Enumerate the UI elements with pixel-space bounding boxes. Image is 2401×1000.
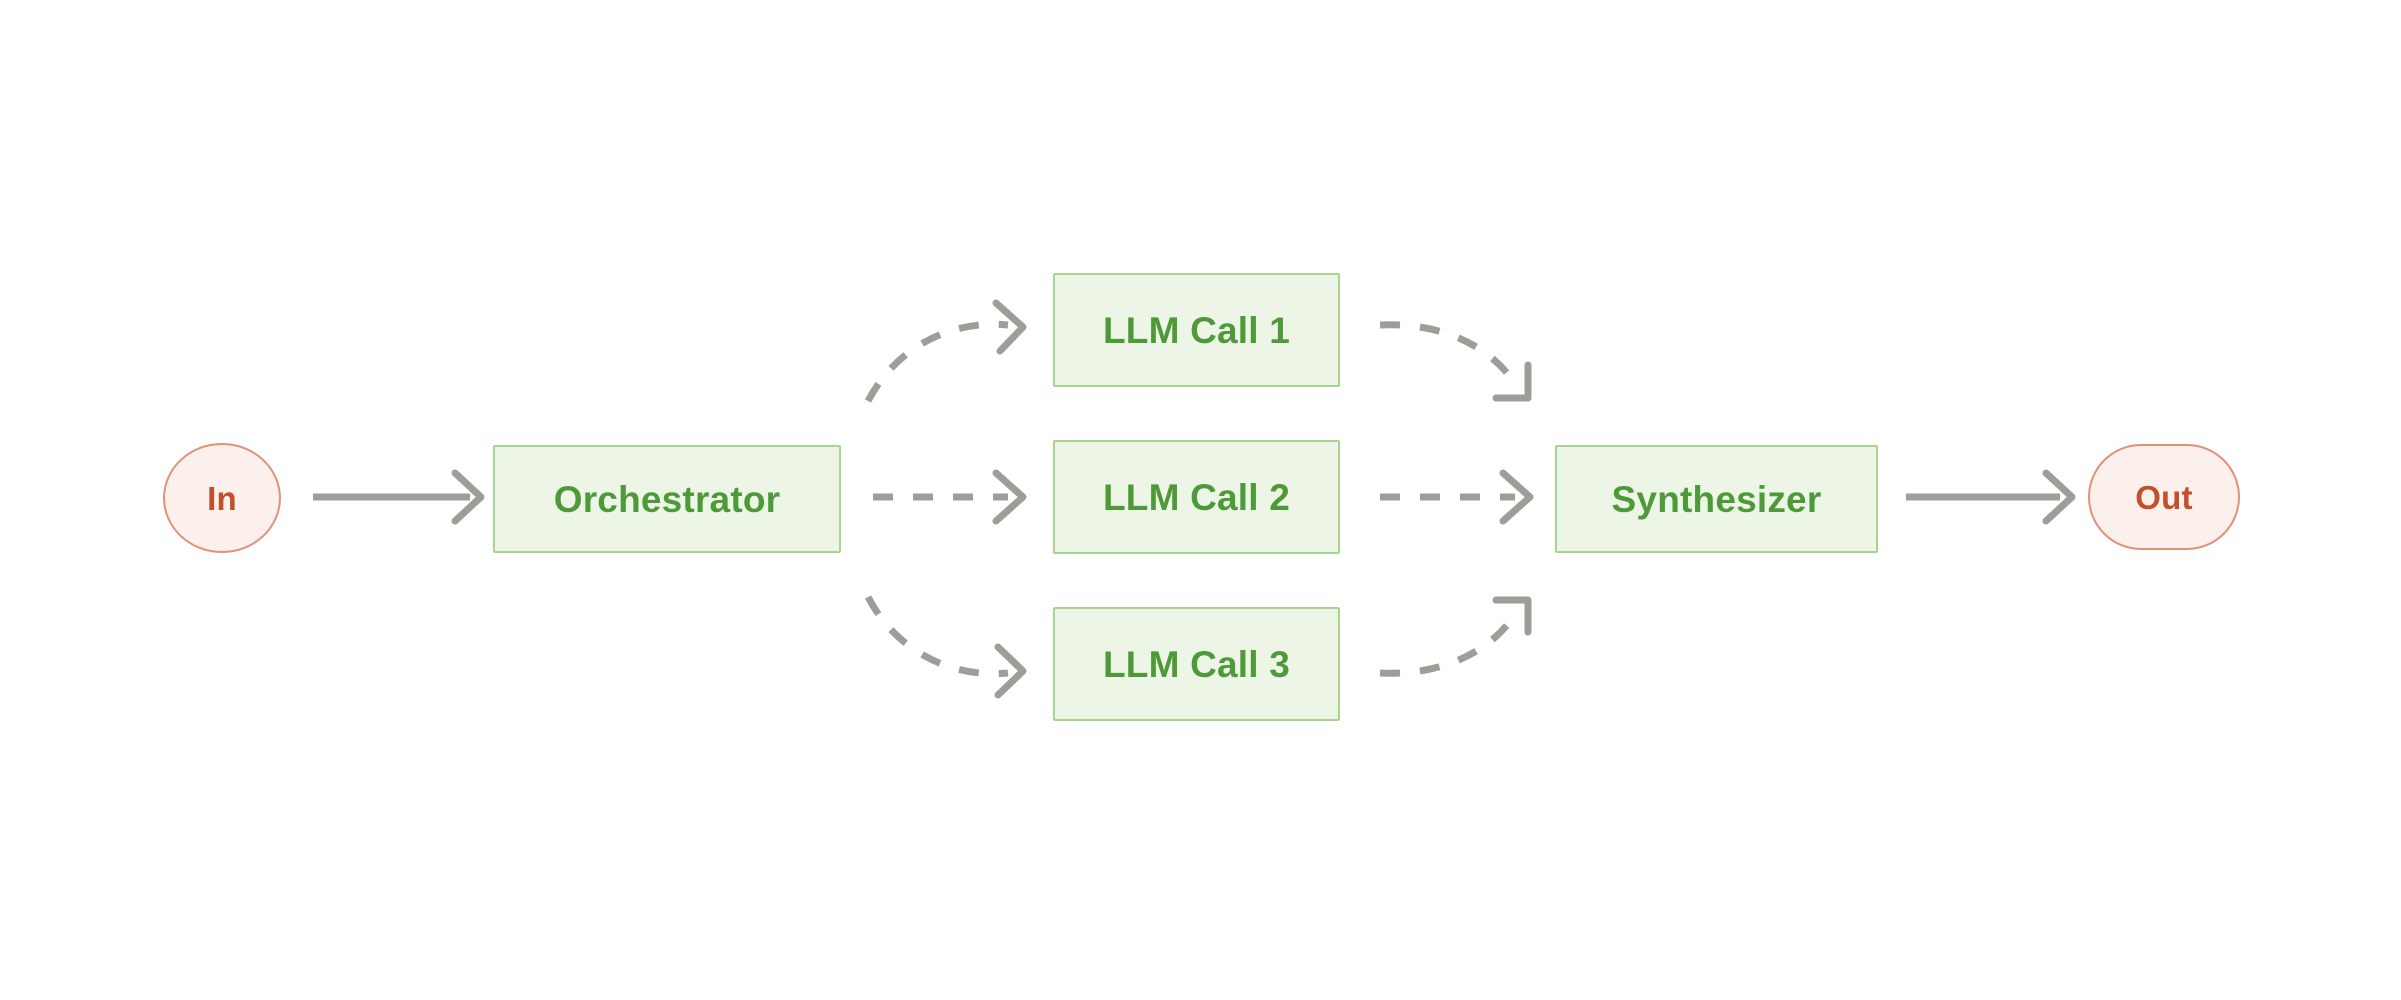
edge-in-to-orchestrator xyxy=(313,469,485,525)
edge-llm-call-3-to-synthesizer xyxy=(1379,596,1532,677)
node-llm-call-3[interactable]: LLM Call 3 xyxy=(1053,607,1340,721)
node-orchestrator[interactable]: Orchestrator xyxy=(493,445,841,553)
node-in[interactable]: In xyxy=(163,443,281,553)
node-llm-call-1[interactable]: LLM Call 1 xyxy=(1053,273,1340,387)
node-out-label: Out xyxy=(2135,478,2193,516)
node-llm-call-2-label: LLM Call 2 xyxy=(1102,476,1291,518)
node-orchestrator-label: Orchestrator xyxy=(553,478,781,520)
node-out[interactable]: Out xyxy=(2088,444,2240,550)
node-synthesizer-label: Synthesizer xyxy=(1611,478,1822,520)
edge-orchestrator-to-llm-call-1 xyxy=(864,299,1027,403)
node-synthesizer[interactable]: Synthesizer xyxy=(1555,445,1878,553)
edge-orchestrator-to-llm-call-2 xyxy=(873,469,1027,525)
node-llm-call-1-label: LLM Call 1 xyxy=(1102,309,1291,351)
node-in-label: In xyxy=(207,479,237,517)
edge-synthesizer-to-out xyxy=(1906,469,2076,525)
edge-llm-call-1-to-synthesizer xyxy=(1379,321,1532,402)
edge-llm-call-2-to-synthesizer xyxy=(1380,469,1534,525)
edge-orchestrator-to-llm-call-3 xyxy=(864,595,1027,699)
node-llm-call-3-label: LLM Call 3 xyxy=(1102,643,1291,685)
node-llm-call-2[interactable]: LLM Call 2 xyxy=(1053,440,1340,554)
